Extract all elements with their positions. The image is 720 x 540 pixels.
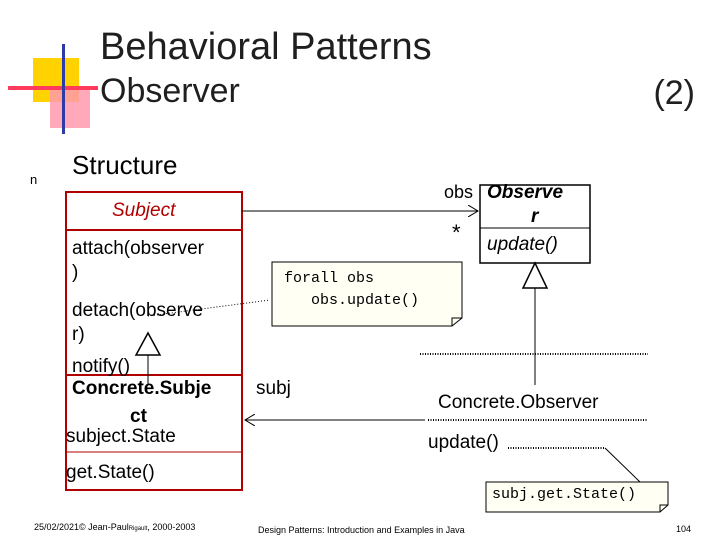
concrete-subject-name: Concrete.Subje [72, 378, 212, 399]
subj-role-label: subj [256, 378, 291, 399]
concrete-observer-op: update() [428, 432, 499, 453]
concrete-subject-box [65, 374, 243, 491]
subject-op-line: detach(observe [72, 300, 203, 321]
observer-class-name: Observe [487, 182, 564, 203]
footer-copyright-small: Rigault [128, 526, 148, 532]
slide-part-number: (2) [653, 74, 695, 112]
observer-op: update() [487, 234, 558, 255]
subject-op-line: ) [72, 262, 79, 283]
notify-note-box [271, 261, 463, 327]
subject-op-line: attach(observer [72, 238, 205, 259]
concrete-subject-name-cont: ct [130, 406, 147, 427]
subject-op-line: notify() [72, 356, 131, 377]
footer-copyright-years: , 2000-2003 [147, 522, 196, 532]
obs-role-label: obs [444, 182, 474, 202]
bullet-text: Structure [72, 150, 178, 180]
observer-class-name-cont: r [531, 206, 539, 227]
subject-inheritance-triangle [134, 331, 162, 356]
bullet-icon: n [30, 172, 38, 187]
concrete-subject-op: get.State() [66, 462, 155, 483]
footer-course-title: Design Patterns: Introduction and Exampl… [258, 525, 465, 535]
multiplicity-label: * [452, 220, 461, 245]
footer-copyright-text: 25/02/2021© Jean-Paul [34, 522, 129, 532]
concrete-observer-name: Concrete.Observer [438, 392, 599, 413]
notify-note-line: forall obs [284, 270, 375, 287]
slide-title: Behavioral Patterns [100, 26, 432, 68]
observer-inheritance-triangle [521, 261, 549, 289]
update-note-box [485, 481, 669, 513]
concrete-subject-attr: subject.State [66, 426, 176, 447]
update-note-text: subj.get.State() [492, 486, 637, 503]
subject-op-line: r) [72, 324, 85, 345]
slide-subtitle: Observer [100, 72, 240, 110]
notify-note-line: obs.update() [284, 292, 420, 309]
logo-decoration [8, 44, 108, 134]
footer-copyright: 25/02/2021© Jean-PaulRigault, 2000-2003 [34, 522, 195, 532]
subject-class-name: Subject [112, 200, 176, 221]
footer-page-number: 104 [676, 524, 692, 534]
notify-note-link [147, 299, 271, 317]
